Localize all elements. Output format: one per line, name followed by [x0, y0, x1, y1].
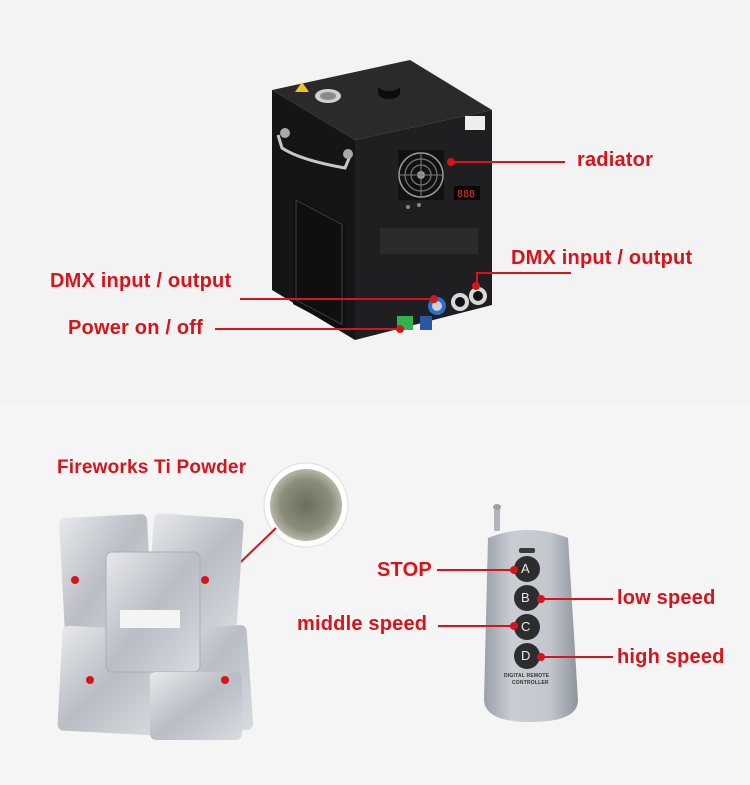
dmx-right-label: DMX input / output [511, 247, 693, 269]
dmx-right-pointer-line [476, 272, 571, 274]
remote-button-c: C [521, 619, 531, 634]
high-speed-label: high speed [617, 646, 725, 668]
radiator-label: radiator [577, 149, 654, 171]
radiator-pointer-dot [447, 158, 455, 166]
radiator-pointer-line [452, 161, 565, 163]
power-pointer-dot [396, 325, 404, 333]
dmx-left-pointer-dot [430, 295, 438, 303]
low-speed-pointer-dot [537, 595, 545, 603]
stop-pointer-line [437, 569, 514, 571]
remote-caption-line1: DIGITAL REMOTE [504, 673, 550, 679]
high-speed-pointer-dot [537, 653, 545, 661]
high-speed-pointer-line [541, 656, 613, 658]
remote-button-d: D [521, 648, 531, 663]
remote-caption-line2: CONTROLLER [512, 680, 549, 686]
power-label: Power on / off [68, 317, 204, 339]
remote-button-b: B [521, 590, 530, 605]
middle-speed-label: middle speed [297, 613, 428, 635]
svg-text:888: 888 [457, 189, 475, 200]
power-pointer-line [215, 328, 398, 330]
stop-label: STOP [377, 559, 432, 581]
dmx-right-pointer-dot [472, 282, 480, 290]
middle-speed-pointer-line [438, 625, 514, 627]
dmx-left-pointer-line [240, 298, 432, 300]
middle-speed-pointer-dot [510, 622, 518, 630]
low-speed-label: low speed [617, 587, 716, 609]
low-speed-pointer-line [541, 598, 613, 600]
dmx-left-label: DMX input / output [50, 270, 232, 292]
remote-button-a: A [521, 561, 530, 576]
spark-machine-illustration: 888 [272, 60, 492, 340]
dmx-right-pointer-stem [476, 272, 478, 286]
stop-pointer-dot [510, 566, 518, 574]
powder-title: Fireworks Ti Powder [57, 457, 247, 478]
